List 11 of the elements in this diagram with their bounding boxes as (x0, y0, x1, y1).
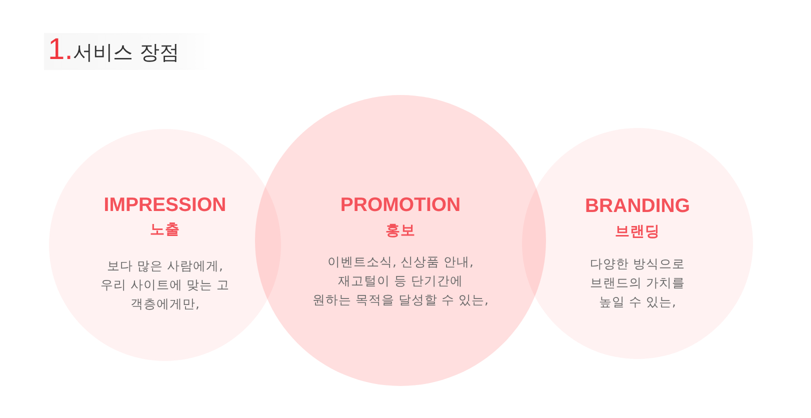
feature-description: 보다 많은 사람에게, 우리 사이트에 맞는 고 객층에게만, (100, 257, 230, 313)
section-number: 1. (48, 35, 74, 65)
feature-description: 다양한 방식으로 브랜드의 가치를 높일 수 있는, (590, 255, 685, 311)
feature-subtitle: 홍보 (386, 222, 416, 240)
section-title: 서비스 장점 (73, 40, 180, 64)
feature-description: 이벤트소식, 신상품 안내, 재고털이 등 단기간에 원하는 목적을 달성할 수 있는, (312, 253, 488, 309)
feature-subtitle: 노출 (150, 221, 180, 239)
feature-heading: IMPRESSION (104, 193, 226, 217)
feature-heading: BRANDING (584, 194, 690, 218)
feature-subtitle: 브랜딩 (615, 223, 660, 241)
feature-heading: PROMOTION (340, 193, 461, 217)
